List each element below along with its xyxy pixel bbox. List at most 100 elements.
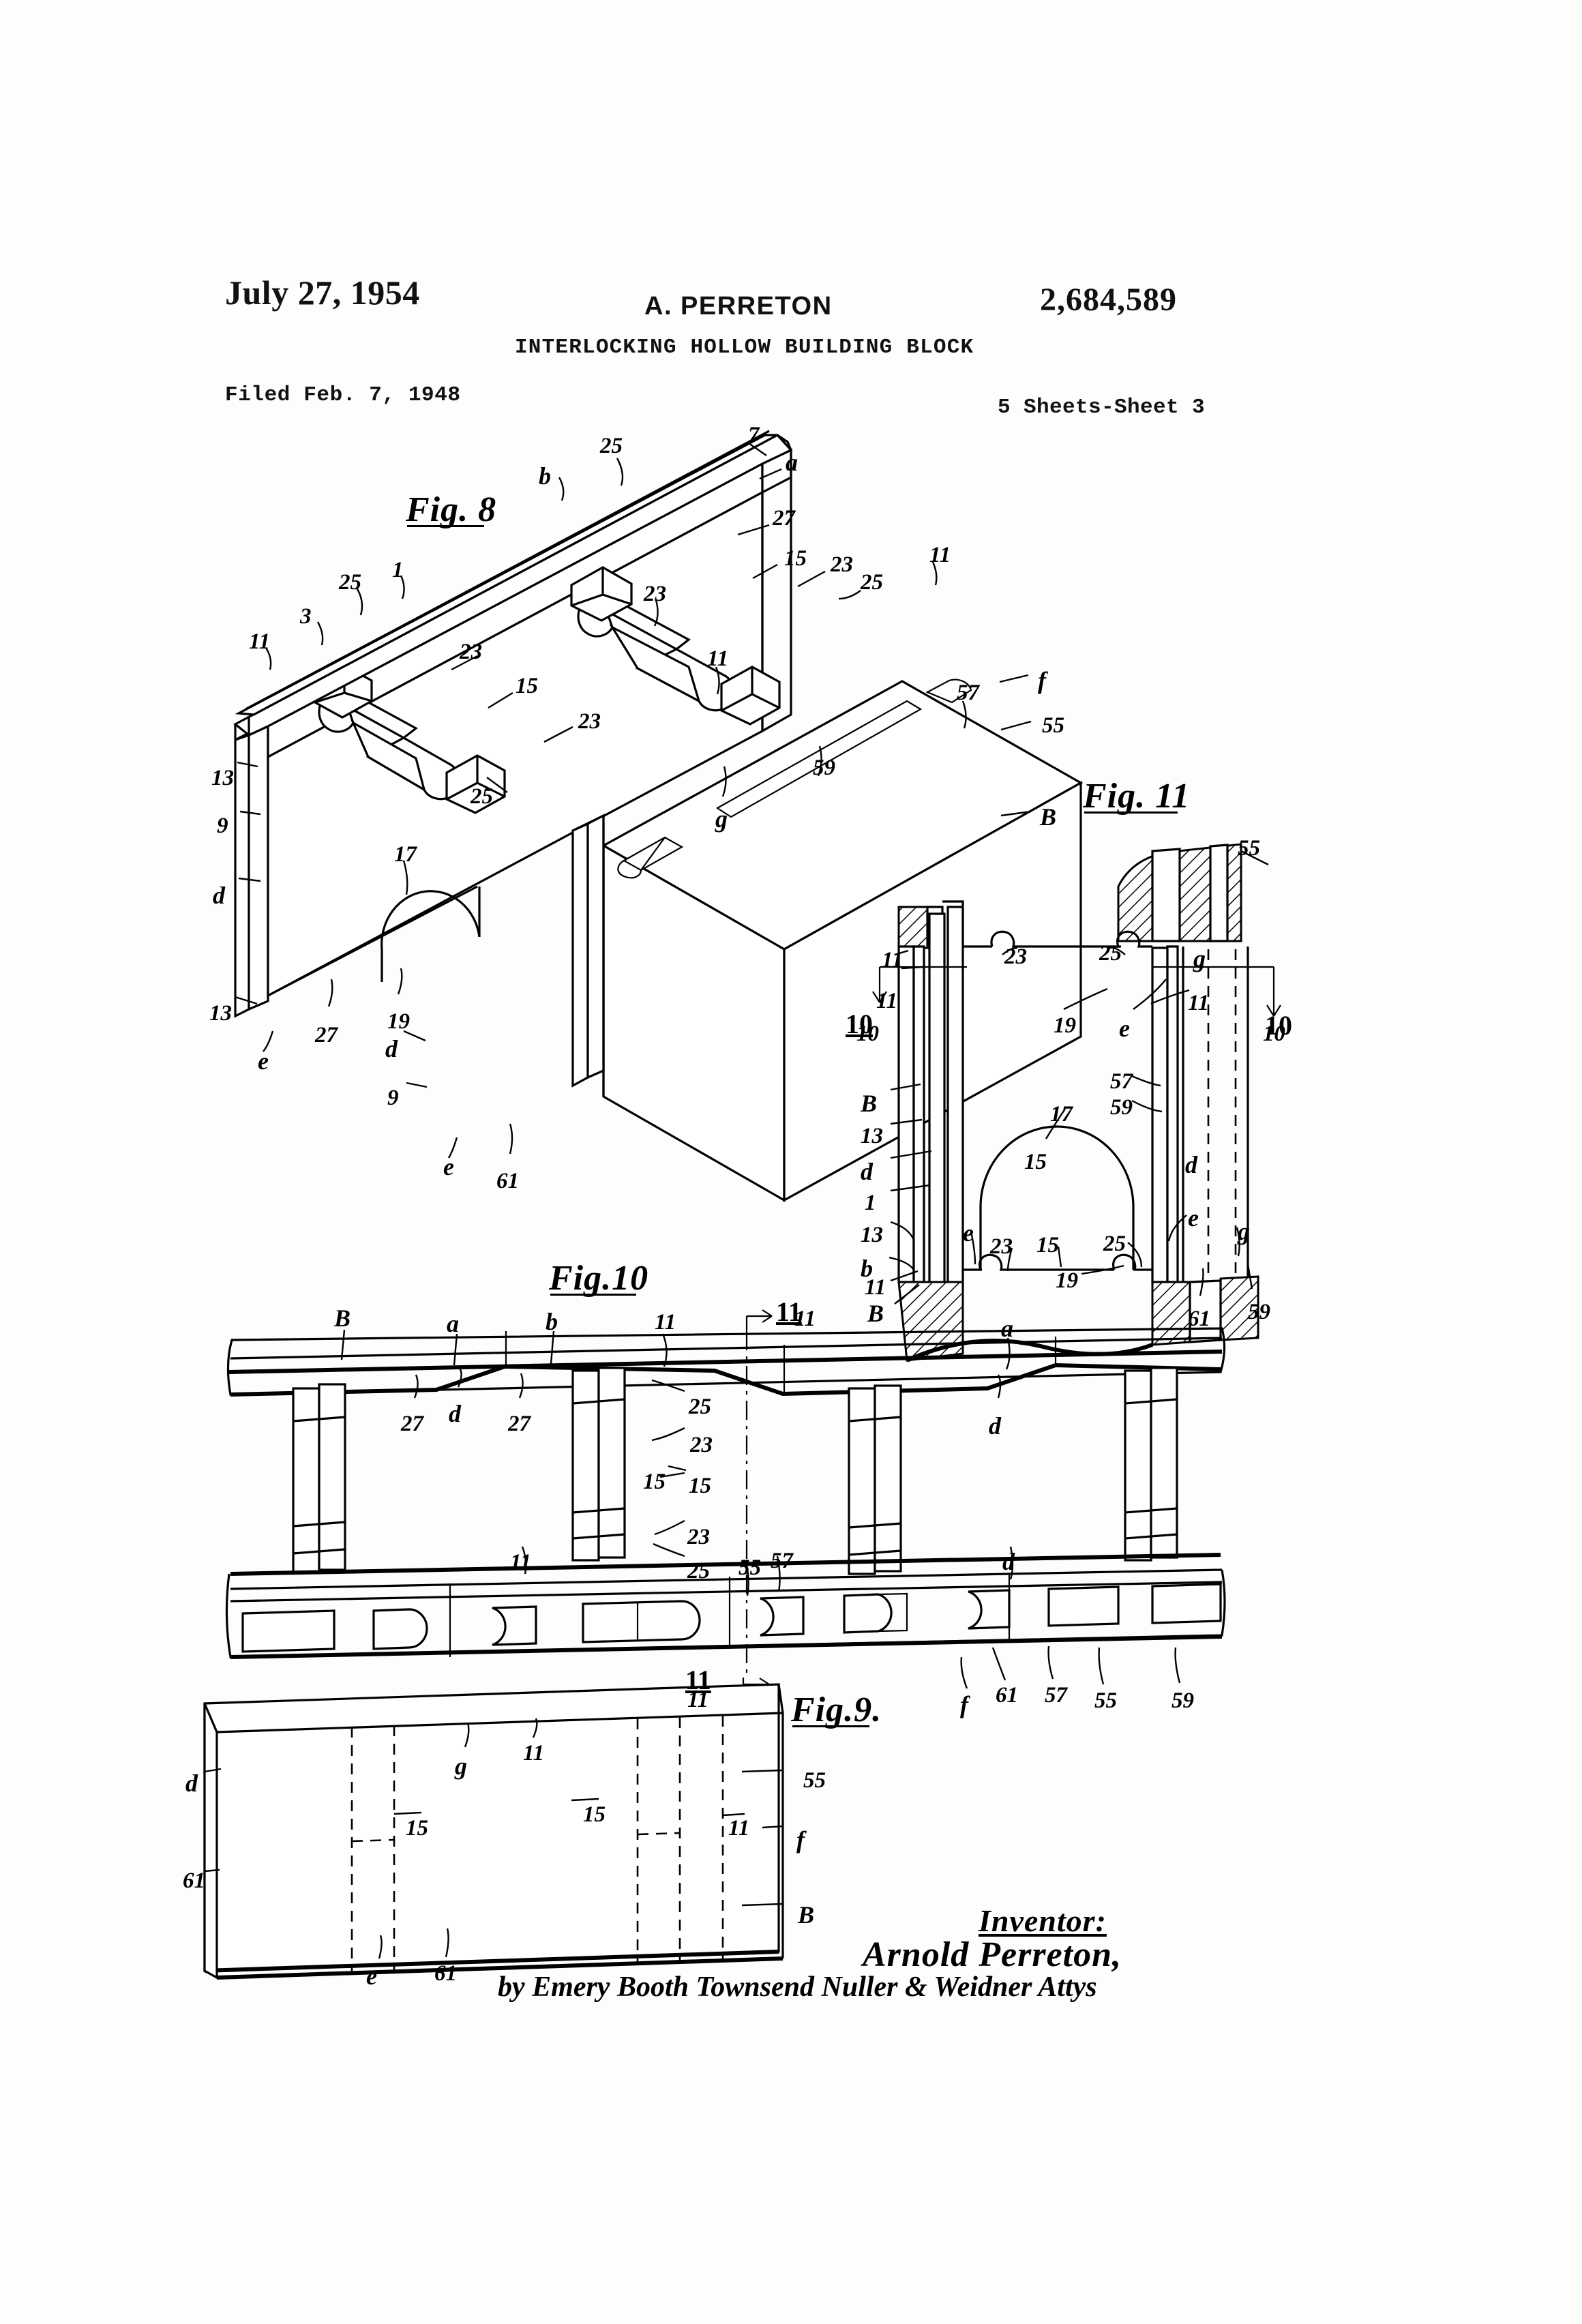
figure-11-drawing bbox=[872, 843, 1281, 1362]
ref-numeral-fig8-18: 57 bbox=[957, 681, 979, 705]
ref-numeral-fig11-10: 10 bbox=[1263, 1022, 1285, 1046]
ref-numeral-fig11-12: 59 bbox=[1110, 1095, 1133, 1120]
patent-number: 2,684,589 bbox=[1040, 282, 1177, 318]
ref-numeral-fig11-22: 23 bbox=[990, 1234, 1013, 1259]
ref-numeral-fig11-25: e bbox=[1188, 1204, 1199, 1232]
figure-8-caption: Fig. 8 bbox=[406, 490, 497, 529]
signature-inventor-word: Inventor: bbox=[979, 1903, 1107, 1938]
ref-numeral-fig11-26: g bbox=[1238, 1218, 1250, 1245]
ref-numeral-fig11-32: 59 bbox=[1248, 1300, 1270, 1324]
ref-numeral-fig9-7: 11 bbox=[728, 1816, 750, 1841]
ref-numeral-fig11-13: B bbox=[861, 1090, 878, 1117]
ref-numeral-fig10-3: 11 bbox=[655, 1310, 676, 1335]
ref-numeral-fig8-15: 15 bbox=[516, 674, 538, 698]
ref-numeral-fig11-15: d bbox=[861, 1158, 873, 1185]
ref-numeral-fig9-3: 11 bbox=[523, 1741, 545, 1766]
ref-numeral-fig11-23: 15 bbox=[1036, 1233, 1059, 1257]
ref-numeral-fig10-12: 15 bbox=[689, 1474, 711, 1498]
ref-numeral-fig11-18: 15 bbox=[1024, 1150, 1047, 1174]
ref-numeral-fig9-13: 57 bbox=[1045, 1683, 1067, 1708]
ref-numeral-fig10-15: 25 bbox=[687, 1559, 710, 1583]
ref-numeral-fig9-16: e bbox=[366, 1963, 377, 1990]
ref-numeral-fig8-33: d bbox=[385, 1035, 398, 1062]
ref-numeral-fig9-8: f bbox=[796, 1826, 805, 1853]
ref-numeral-fig8-8: 11 bbox=[249, 629, 271, 654]
ref-numeral-fig9-12: 61 bbox=[996, 1683, 1018, 1708]
ref-numeral-fig8-30: e bbox=[258, 1047, 269, 1075]
ref-numeral-fig9-9: B bbox=[798, 1901, 815, 1928]
ref-numeral-fig8-36: 61 bbox=[496, 1169, 519, 1193]
patent-inventor: A. PERRETON bbox=[644, 292, 833, 321]
ref-numeral-fig8-31: 27 bbox=[315, 1023, 338, 1047]
ref-numeral-fig9-0: d bbox=[185, 1770, 198, 1797]
ref-numeral-fig8-10: 15 bbox=[784, 546, 807, 571]
ref-numeral-fig9-11: f bbox=[960, 1691, 968, 1718]
ref-numeral-fig8-17: 11 bbox=[707, 646, 729, 671]
ref-numeral-fig11-20: 13 bbox=[861, 1223, 883, 1247]
ref-numeral-fig11-9: 11 bbox=[1188, 991, 1210, 1015]
ref-numeral-fig8-23: B bbox=[1040, 803, 1057, 831]
figure-9-drawing bbox=[203, 1645, 1181, 1980]
ref-numeral-fig8-12: 25 bbox=[861, 570, 883, 595]
ref-numeral-fig8-14: 23 bbox=[460, 640, 482, 664]
ref-numeral-fig10-18: 57 bbox=[771, 1549, 793, 1573]
signature-block: Inventor: Arnold Perreton, by Emery Boot… bbox=[498, 1903, 1122, 2003]
patent-sheet-count: 5 Sheets-Sheet 3 bbox=[998, 396, 1206, 419]
ref-numeral-fig10-13: d bbox=[989, 1412, 1001, 1440]
figure-11-caption: Fig. 11 bbox=[1083, 777, 1191, 816]
ref-numeral-fig8-4: 27 bbox=[773, 506, 795, 531]
ref-numeral-fig11-27: b bbox=[861, 1255, 873, 1282]
ref-numeral-fig11-11: 57 bbox=[1110, 1069, 1133, 1094]
ref-numeral-fig10-4: 11 bbox=[794, 1307, 816, 1331]
ref-numeral-fig10-17: 55 bbox=[738, 1555, 761, 1580]
ref-numeral-fig11-31: 61 bbox=[1188, 1307, 1210, 1331]
ref-numeral-fig8-3: b bbox=[539, 462, 551, 490]
ref-numeral-fig11-14: 13 bbox=[861, 1124, 883, 1148]
ref-numeral-fig10-8: 27 bbox=[508, 1412, 531, 1436]
ref-numeral-fig11-21: e bbox=[963, 1219, 974, 1247]
ref-numeral-fig9-4: 15 bbox=[406, 1816, 428, 1841]
ref-numeral-fig8-26: 9 bbox=[217, 814, 228, 838]
ref-numeral-fig11-4: g bbox=[1193, 945, 1206, 972]
ref-numeral-fig9-17: 61 bbox=[434, 1961, 457, 1986]
ref-numeral-fig8-28: 17 bbox=[394, 842, 417, 867]
ref-numeral-fig11-19: d bbox=[1185, 1151, 1197, 1178]
section-line-11-top: 11 bbox=[776, 1296, 802, 1327]
ref-numeral-fig9-14: 55 bbox=[1094, 1688, 1117, 1713]
ref-numeral-fig8-0: 25 bbox=[600, 434, 623, 458]
ref-numeral-fig8-24: 25 bbox=[471, 784, 493, 809]
ref-numeral-fig9-10: 11 bbox=[687, 1688, 709, 1712]
ref-numeral-fig10-1: a bbox=[447, 1310, 459, 1337]
ref-numeral-fig11-1: 11 bbox=[882, 948, 904, 972]
ref-numeral-fig11-28: 19 bbox=[1056, 1268, 1078, 1293]
ref-numeral-fig11-29: 11 bbox=[865, 1275, 886, 1300]
ref-numeral-fig11-5: 11 bbox=[876, 989, 898, 1013]
ref-numeral-fig10-16: 11 bbox=[510, 1550, 532, 1575]
ref-numeral-fig8-27: d bbox=[213, 882, 225, 909]
ref-numeral-fig11-2: 23 bbox=[1004, 944, 1027, 969]
ref-numeral-fig10-6: 27 bbox=[401, 1412, 423, 1436]
ref-numeral-fig8-16: 23 bbox=[578, 709, 601, 734]
figure-8-drawing bbox=[233, 430, 1084, 1202]
patent-date: July 27, 1954 bbox=[225, 273, 420, 312]
ref-numeral-fig8-11: 23 bbox=[831, 552, 853, 577]
ref-numeral-fig11-30: B bbox=[867, 1300, 884, 1327]
figure-9-caption: Fig.9. bbox=[791, 1690, 882, 1729]
ref-numeral-fig10-19: d bbox=[1002, 1548, 1015, 1575]
section-line-10-right: 10 bbox=[1265, 1010, 1292, 1041]
ref-numeral-fig8-32: 19 bbox=[387, 1009, 410, 1034]
patent-filed-date: Filed Feb. 7, 1948 bbox=[225, 383, 461, 407]
signature-attorneys: by Emery Booth Townsend Nuller & Weidner… bbox=[498, 1971, 1097, 2003]
ref-numeral-fig10-2: b bbox=[546, 1308, 558, 1335]
ref-numeral-fig8-25: 13 bbox=[211, 766, 234, 790]
ref-numeral-fig8-7: 3 bbox=[300, 604, 312, 629]
ref-numeral-fig9-15: 59 bbox=[1171, 1688, 1194, 1713]
section-line-10-left: 10 bbox=[846, 1009, 873, 1039]
ref-numeral-fig8-22: g bbox=[715, 805, 728, 833]
ref-numeral-fig11-0: 55 bbox=[1238, 836, 1260, 861]
ref-numeral-fig10-5: a bbox=[1001, 1315, 1013, 1342]
ref-numeral-fig8-21: 59 bbox=[813, 756, 835, 780]
signature-inventor-name: Arnold Perreton, bbox=[863, 1935, 1122, 1974]
